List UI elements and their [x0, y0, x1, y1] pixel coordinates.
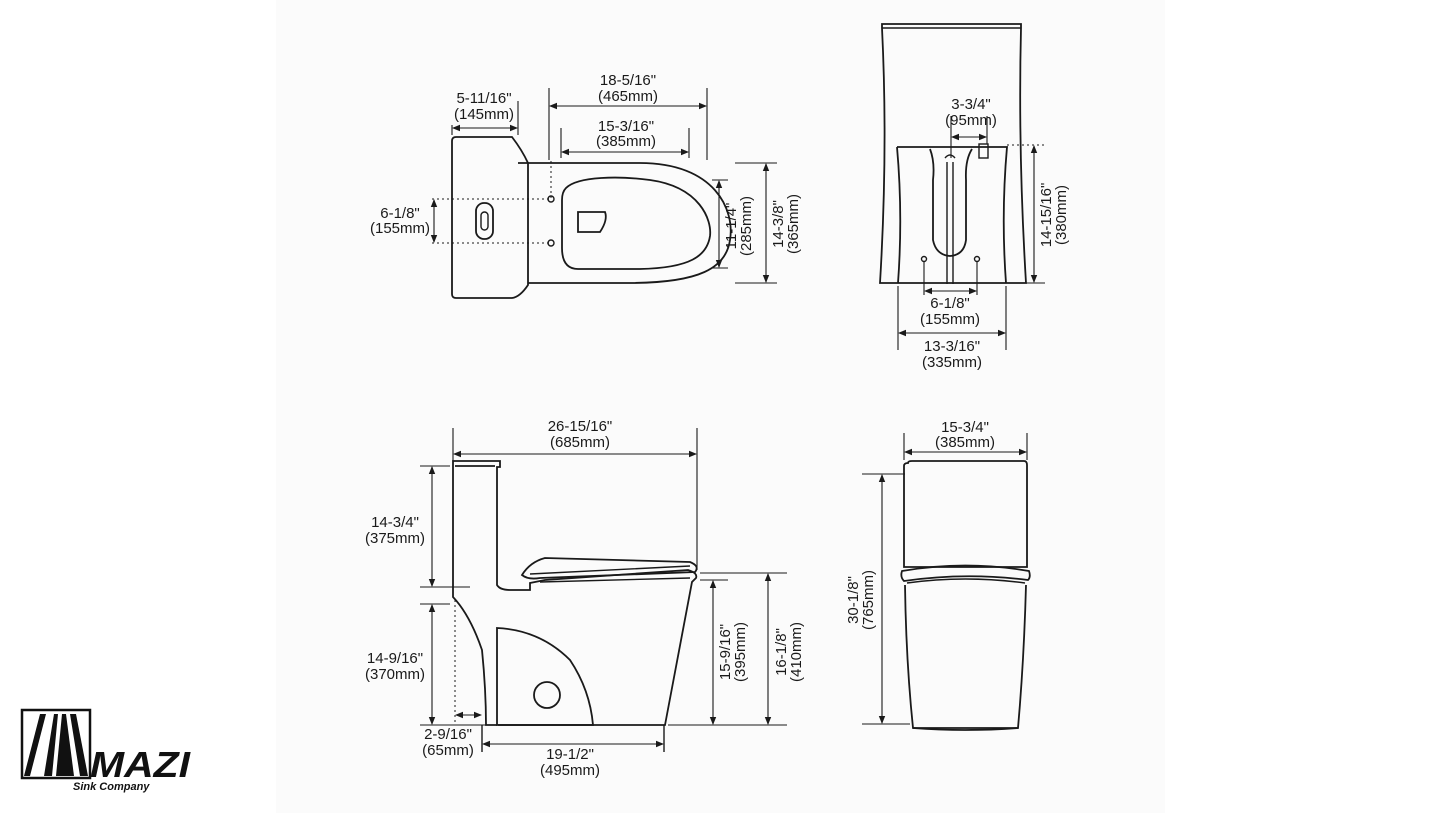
seat-height-mm: (410mm): [788, 622, 805, 682]
outlet-span-in: 6-1/8": [380, 205, 420, 222]
seat-outline: [561, 176, 712, 270]
overall-width-mm: (365mm): [785, 194, 802, 254]
tank-outline: [451, 136, 529, 299]
base-length-mm: (495mm): [540, 762, 600, 779]
overall-length-in: 26-15/16": [548, 418, 613, 435]
rough-in-in: 2-9/16": [424, 726, 472, 743]
lower-height-mm: (370mm): [365, 666, 425, 683]
seat-width-in: 11-1/4": [723, 203, 740, 250]
seat-height-in: 16-1/8": [773, 628, 790, 676]
bolt-span-in: 6-1/8": [930, 295, 970, 312]
front-bowl-outline: [904, 584, 1027, 729]
tank-depth-in: 5-11/16": [456, 90, 511, 107]
bolt-span-mm: (155mm): [920, 311, 980, 328]
supply-offset-mm: (95mm): [945, 112, 997, 129]
rear-height-mm: (380mm): [1053, 185, 1070, 245]
seat-width-mm: (285mm): [738, 196, 755, 256]
logo-text: MAZI: [90, 744, 191, 785]
overall-length-mm: (685mm): [550, 434, 610, 451]
tank-depth-mm: (145mm): [454, 106, 514, 123]
mazi-logo: MAZI Sink Company: [20, 708, 191, 793]
trapway-side-outline: [496, 627, 594, 726]
base-width-mm: (335mm): [922, 354, 982, 371]
seat-lid-outline: [520, 557, 698, 580]
tank-height-in: 14-3/4": [371, 514, 419, 531]
logo-tagline: Sink Company: [73, 781, 150, 793]
bowl-outline: [518, 162, 732, 284]
flush-button-icon: [475, 202, 494, 240]
trapway-outline: [929, 148, 973, 257]
rough-in-mm: (65mm): [422, 742, 474, 759]
rim-height-in: 15-9/16": [717, 624, 734, 680]
tank-height-mm: (375mm): [365, 530, 425, 547]
overall-height-in: 30-1/8": [845, 576, 862, 624]
outlet-span-mm: (155mm): [370, 220, 430, 237]
bowl-length-in: 18-5/16": [600, 72, 656, 89]
base-length-in: 19-1/2": [546, 746, 594, 763]
overall-height-mm: (765mm): [860, 570, 877, 630]
top-view: 5-11/16" (145mm) 18-5/16" (465mm) 15-3/1…: [370, 72, 802, 299]
supply-offset-in: 3-3/4": [951, 96, 991, 113]
front-view: 15-3/4" (385mm) 30-1/8" (765mm): [845, 419, 1031, 731]
drawing-sheet: [276, 0, 1165, 813]
seat-length-in: 15-3/16": [598, 118, 654, 135]
overall-width-in: 14-3/8": [770, 200, 787, 248]
front-seat-outline: [900, 564, 1031, 582]
rim-height-mm: (395mm): [732, 622, 749, 682]
side-profile-outline: [452, 460, 698, 726]
side-view: 26-15/16" (685mm) 14-3/4" (375mm) 14-9/1…: [365, 418, 805, 779]
rear-height-in: 14-15/16": [1038, 183, 1055, 248]
rear-view: 3-3/4" (95mm) 14-15/16" (380mm) 6-1/8" (…: [879, 23, 1070, 371]
front-width-in: 15-3/4": [941, 419, 989, 436]
seat-length-mm: (385mm): [596, 133, 656, 150]
front-tank-outline: [903, 460, 1028, 568]
base-width-in: 13-3/16": [924, 338, 980, 355]
bowl-length-mm: (465mm): [598, 88, 658, 105]
front-width-mm: (385mm): [935, 434, 995, 451]
drain-circle: [533, 681, 561, 709]
lower-height-in: 14-9/16": [367, 650, 423, 667]
